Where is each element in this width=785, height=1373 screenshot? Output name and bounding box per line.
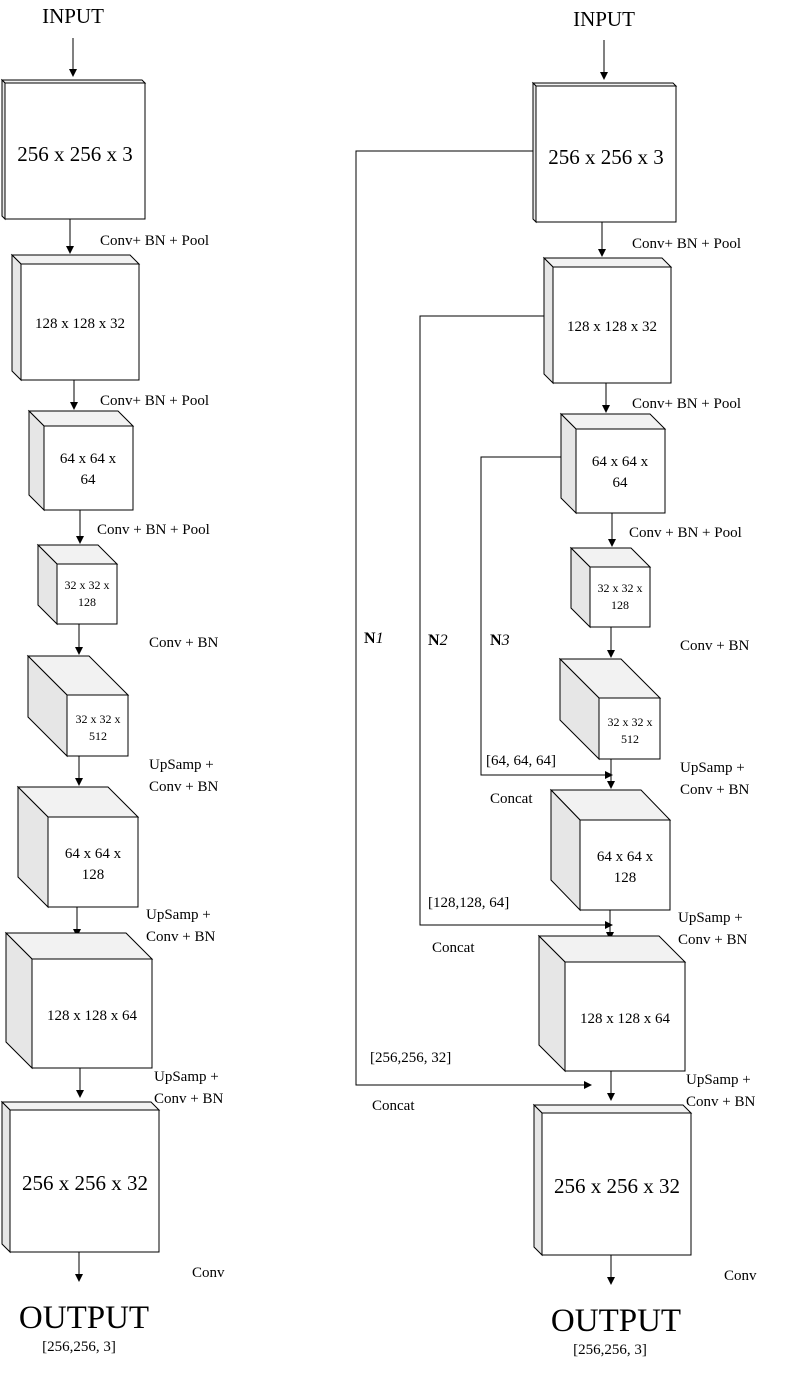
skip-n2-line	[419, 315, 613, 929]
left-network: INPUT 256 x 256 x 3 Conv+ BN + Pool 128 …	[0, 4, 225, 1355]
right-block-8: 256 x 256 x 32	[532, 1103, 693, 1257]
right-block-5: 32 x 32 x 512	[558, 657, 662, 761]
skip-n1-shape: [256,256, 32]	[370, 1050, 451, 1066]
right-op-6-line2: Conv + BN	[678, 932, 747, 948]
left-block-6-label-line1: 64 x 64 x	[65, 846, 122, 862]
right-block-6-label-line2: 128	[614, 870, 637, 886]
left-block-3: 64 x 64 x 64	[27, 409, 135, 512]
skip-n3-concat: Concat	[490, 791, 533, 807]
right-op-7-line2: Conv + BN	[686, 1094, 755, 1110]
right-block-8-label: 256 x 256 x 32	[554, 1174, 680, 1198]
right-block-5-label-line2: 512	[621, 732, 639, 746]
left-block-4-label-line2: 128	[78, 595, 96, 609]
right-op-2: Conv+ BN + Pool	[632, 396, 741, 412]
skip-n1-concat: Concat	[372, 1098, 415, 1114]
left-op-8: Conv	[192, 1265, 225, 1281]
left-op-2: Conv+ BN + Pool	[100, 393, 209, 409]
left-op-6-line1: UpSamp +	[146, 907, 211, 923]
right-input-label: INPUT	[573, 7, 635, 31]
skip-n3-shape: [64, 64, 64]	[486, 753, 556, 769]
right-op-7-line1: UpSamp +	[686, 1072, 751, 1088]
skip-n2-label: N2	[428, 632, 448, 649]
right-block-4-label-line1: 32 x 32 x	[598, 581, 643, 595]
right-block-2-label: 128 x 128 x 32	[567, 319, 657, 335]
left-op-5-line2: Conv + BN	[149, 779, 218, 795]
skip-n2-shape: [128,128, 64]	[428, 895, 509, 911]
left-op-1: Conv+ BN + Pool	[100, 233, 209, 249]
left-op-7-line1: UpSamp +	[154, 1069, 219, 1085]
skip-n1-label: N1	[364, 630, 384, 647]
skip-n2-concat: Concat	[432, 940, 475, 956]
skip-n3-label: N3	[490, 632, 510, 649]
right-op-8: Conv	[724, 1268, 757, 1284]
left-block-4: 32 x 32 x 128	[36, 543, 119, 626]
left-block-8-label: 256 x 256 x 32	[22, 1171, 148, 1195]
right-op-5-line1: UpSamp +	[680, 760, 745, 776]
left-input-label: INPUT	[42, 4, 104, 28]
left-block-5-label-line2: 512	[89, 729, 107, 743]
left-block-6-label-line2: 128	[82, 867, 105, 883]
left-block-1: 256 x 256 x 3	[0, 78, 147, 221]
left-block-7: 128 x 128 x 64	[4, 931, 154, 1070]
right-block-6: 64 x 64 x 128	[549, 788, 672, 912]
right-block-5-label-line1: 32 x 32 x	[608, 715, 653, 729]
right-op-3: Conv + BN + Pool	[629, 525, 742, 541]
right-network: INPUT N1 [256,256, 32] Concat N2 [128,12…	[355, 7, 757, 1358]
skip-n3-line	[480, 456, 613, 779]
left-block-3-label-line2: 64	[81, 472, 97, 488]
left-block-7-label: 128 x 128 x 64	[47, 1008, 138, 1024]
left-output-shape: [256,256, 3]	[42, 1339, 116, 1355]
left-op-7-line2: Conv + BN	[154, 1091, 223, 1107]
right-block-4-label-line2: 128	[611, 598, 629, 612]
left-output-label: OUTPUT	[19, 1300, 149, 1336]
left-op-6-line2: Conv + BN	[146, 929, 215, 945]
left-block-1-label: 256 x 256 x 3	[17, 142, 133, 166]
left-op-4: Conv + BN	[149, 635, 218, 651]
left-op-5-line1: UpSamp +	[149, 757, 214, 773]
right-block-7-label: 128 x 128 x 64	[580, 1011, 671, 1027]
left-block-3-label-line1: 64 x 64 x	[60, 451, 117, 467]
left-op-3: Conv + BN + Pool	[97, 522, 210, 538]
right-block-3-label-line2: 64	[613, 475, 629, 491]
right-op-4: Conv + BN	[680, 638, 749, 654]
left-block-4-label-line1: 32 x 32 x	[65, 578, 110, 592]
right-output-shape: [256,256, 3]	[573, 1342, 647, 1358]
left-block-8: 256 x 256 x 32	[0, 1100, 161, 1254]
right-block-7: 128 x 128 x 64	[537, 934, 687, 1073]
skip-n1-line	[355, 150, 592, 1089]
right-output-label: OUTPUT	[551, 1303, 681, 1339]
right-block-6-label-line1: 64 x 64 x	[597, 849, 654, 865]
right-block-1-label: 256 x 256 x 3	[548, 145, 664, 169]
right-block-2: 128 x 128 x 32	[542, 256, 673, 385]
right-op-5-line2: Conv + BN	[680, 782, 749, 798]
right-block-3: 64 x 64 x 64	[559, 412, 667, 515]
right-op-1: Conv+ BN + Pool	[632, 236, 741, 252]
left-block-2: 128 x 128 x 32	[10, 253, 141, 382]
right-block-4: 32 x 32 x 128	[569, 546, 652, 629]
left-block-2-label: 128 x 128 x 32	[35, 316, 125, 332]
right-block-3-label-line1: 64 x 64 x	[592, 454, 649, 470]
left-block-5-label-line1: 32 x 32 x	[76, 712, 121, 726]
left-block-5: 32 x 32 x 512	[26, 654, 130, 758]
left-block-6: 64 x 64 x 128	[16, 785, 140, 909]
right-op-6-line1: UpSamp +	[678, 910, 743, 926]
right-block-1: 256 x 256 x 3	[531, 81, 678, 224]
